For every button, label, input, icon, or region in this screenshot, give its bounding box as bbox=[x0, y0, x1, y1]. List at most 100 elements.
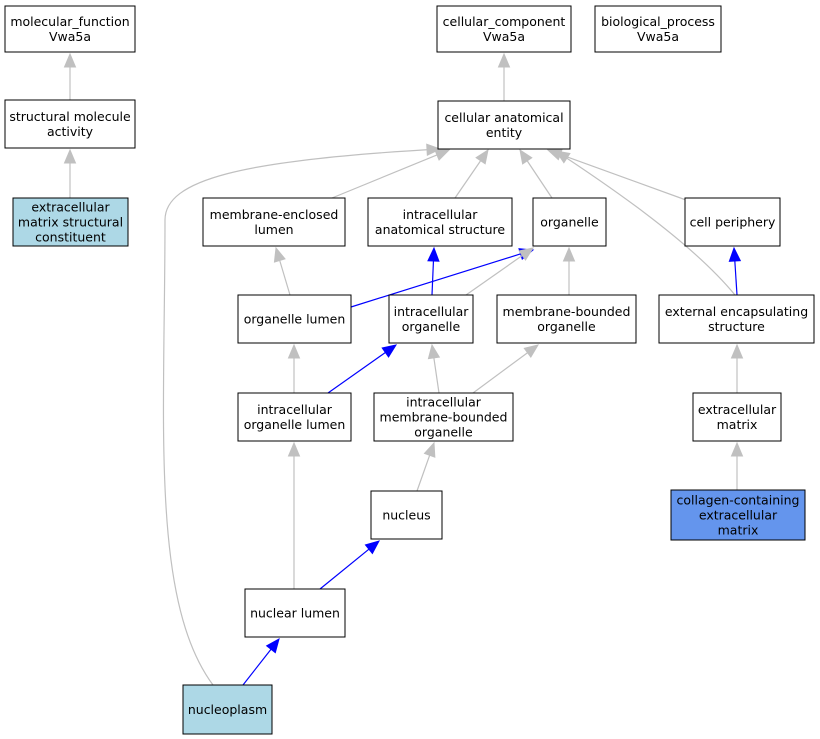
edges-layer bbox=[63, 52, 744, 686]
edge-line bbox=[331, 153, 439, 199]
node-label-line: cell periphery bbox=[690, 215, 776, 230]
node-box bbox=[4, 99, 136, 149]
node-label-line: organelle lumen bbox=[244, 312, 346, 327]
edge-line bbox=[559, 153, 687, 201]
node-label-line: Vwa5a bbox=[49, 29, 91, 44]
node-nl[interactable]: nuclear lumen bbox=[244, 588, 346, 638]
node-label-line: intracellular bbox=[403, 207, 479, 222]
edge-arrowhead bbox=[364, 540, 380, 555]
node-box bbox=[658, 294, 815, 344]
edge-arrowhead bbox=[523, 344, 540, 359]
node-label-line: organelle lumen bbox=[244, 417, 346, 432]
edge-line bbox=[278, 259, 291, 296]
edge-nuc-to-imbo bbox=[416, 441, 436, 492]
edge-arrowhead bbox=[730, 441, 744, 457]
node-label-line: lumen bbox=[254, 222, 293, 237]
node-box bbox=[594, 5, 722, 53]
node-label-line: matrix bbox=[718, 523, 759, 538]
edge-iol-to-io bbox=[327, 344, 398, 394]
node-box bbox=[12, 197, 129, 247]
node-box bbox=[437, 100, 571, 150]
edge-arrowhead bbox=[273, 246, 286, 263]
node-np[interactable]: nucleoplasm bbox=[182, 684, 273, 735]
node-label-line: constituent bbox=[35, 230, 106, 245]
node-label-line: membrane-bounded bbox=[503, 304, 631, 319]
node-label-line: organelle bbox=[402, 319, 461, 334]
edge-arrowhead bbox=[427, 343, 441, 360]
node-nuc[interactable]: nucleus bbox=[370, 490, 443, 540]
node-label-line: organelle bbox=[414, 425, 473, 440]
edge-arrowhead bbox=[265, 637, 280, 654]
node-box bbox=[182, 684, 273, 735]
edge-em-to-ees bbox=[730, 343, 744, 393]
node-box bbox=[684, 197, 781, 247]
node-label-line: intracellular bbox=[257, 402, 333, 417]
node-box bbox=[244, 588, 346, 638]
edge-line bbox=[319, 548, 371, 590]
node-box bbox=[373, 392, 514, 442]
edge-line bbox=[431, 259, 435, 296]
edge-arrowhead bbox=[730, 343, 744, 359]
node-box bbox=[367, 197, 513, 247]
node-label-line: entity bbox=[486, 125, 523, 140]
node-label-line: organelle bbox=[537, 319, 596, 334]
node-label-line: cellular anatomical bbox=[444, 110, 563, 125]
edge-np-to-nl bbox=[242, 637, 280, 686]
edge-ol-to-mel bbox=[273, 246, 291, 296]
edge-arrowhead bbox=[728, 246, 742, 262]
edge-sma-to-mf bbox=[63, 52, 77, 100]
node-label-line: nucleus bbox=[382, 508, 430, 523]
edge-line bbox=[416, 454, 431, 492]
edge-io-to-ias bbox=[427, 246, 440, 296]
node-label-line: intracellular bbox=[394, 304, 470, 319]
node-label-line: nuclear lumen bbox=[250, 606, 340, 621]
edge-ias-to-cae bbox=[454, 148, 489, 199]
edge-line bbox=[555, 150, 736, 296]
edge-arrowhead bbox=[518, 247, 535, 261]
edge-line bbox=[526, 159, 553, 199]
edge-ees-to-cae bbox=[554, 150, 736, 296]
edge-line bbox=[454, 159, 482, 199]
node-label-line: molecular_function bbox=[10, 14, 129, 29]
node-box bbox=[237, 392, 352, 442]
edge-arrowhead bbox=[381, 344, 398, 358]
node-org[interactable]: organelle bbox=[532, 197, 607, 247]
edge-io-to-org bbox=[465, 247, 535, 296]
edge-arrowhead bbox=[554, 150, 571, 164]
node-label-line: intracellular bbox=[406, 395, 482, 410]
node-label-line: activity bbox=[47, 124, 94, 139]
edge-iol-to-ol bbox=[287, 343, 301, 393]
edge-arrowhead bbox=[63, 52, 77, 68]
node-cp[interactable]: cell periphery bbox=[684, 197, 781, 247]
edge-ccem-to-em bbox=[730, 441, 744, 490]
edge-arrowhead bbox=[434, 149, 451, 161]
edge-arrowhead bbox=[497, 52, 511, 68]
edge-mel-to-cae bbox=[331, 149, 451, 199]
node-box bbox=[670, 489, 806, 541]
node-box bbox=[692, 392, 782, 442]
edge-line bbox=[472, 351, 529, 394]
edge-arrowhead bbox=[63, 148, 77, 164]
node-label-line: extracellular bbox=[699, 508, 778, 523]
node-box bbox=[4, 5, 136, 53]
node-ol[interactable]: organelle lumen bbox=[237, 294, 352, 344]
node-box bbox=[436, 5, 572, 53]
node-label-line: structural molecule bbox=[9, 109, 131, 124]
edge-line bbox=[327, 351, 387, 394]
